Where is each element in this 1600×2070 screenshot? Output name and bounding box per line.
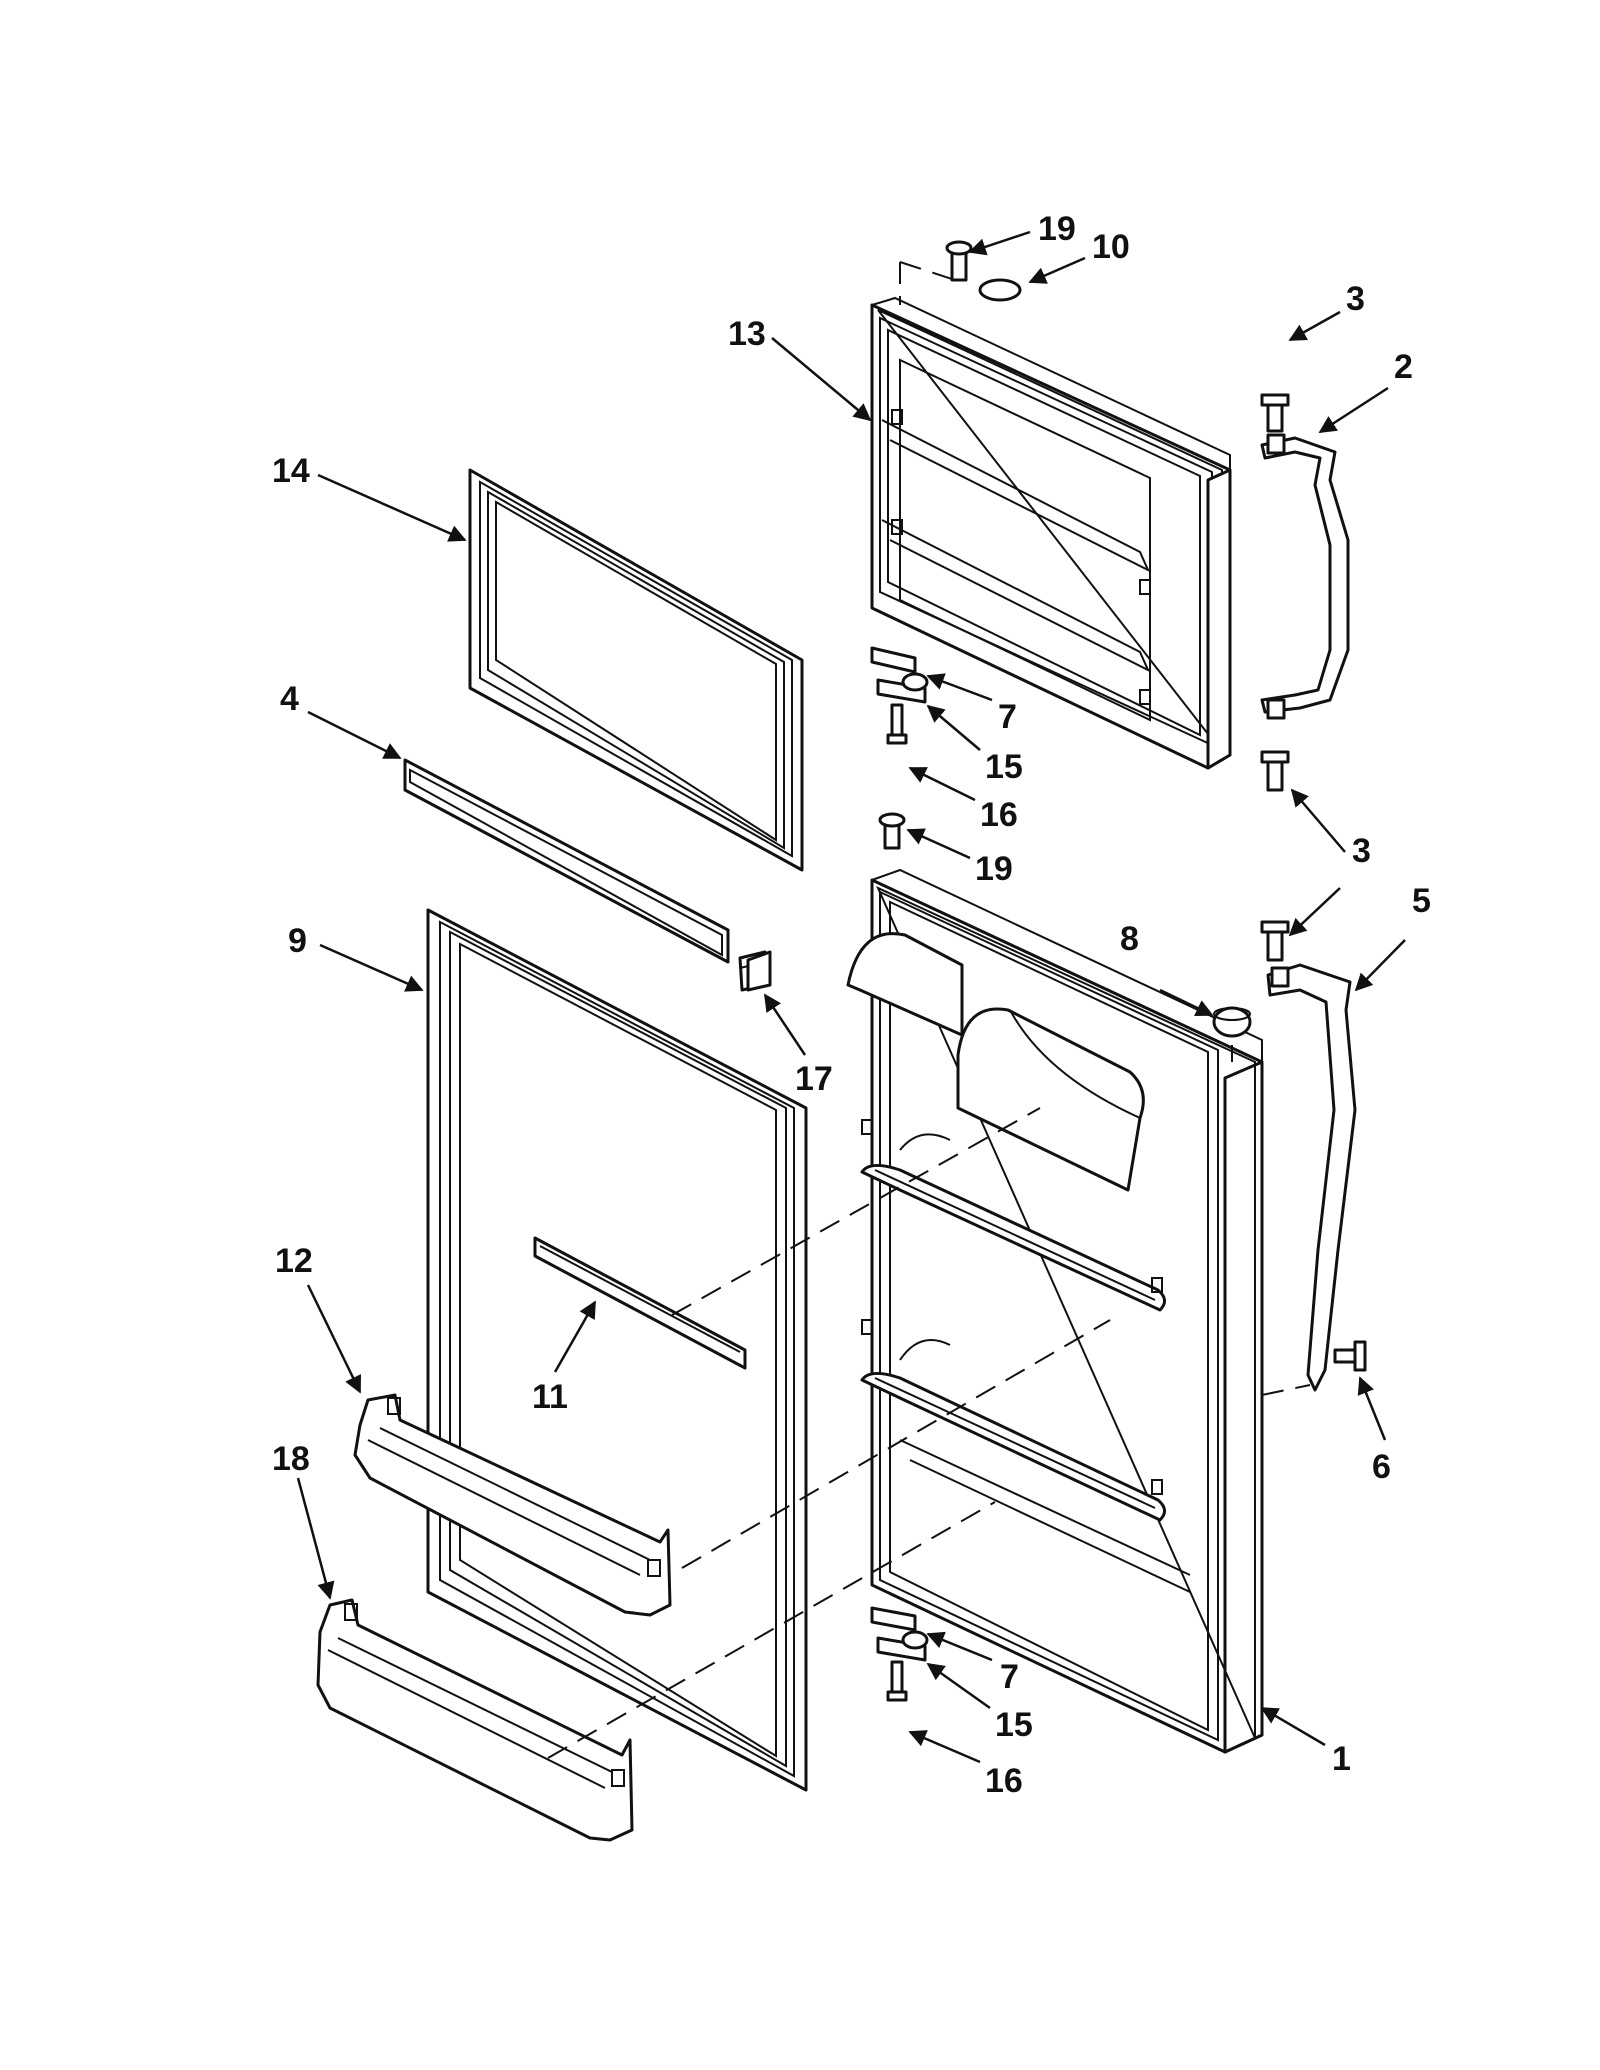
callout-7-bottom: 7: [1000, 1658, 1019, 1696]
fresh-food-door: [846, 868, 1264, 1754]
freezer-screw-axis-top: [899, 261, 956, 281]
freezer-top-screw: [945, 240, 973, 282]
door-bin-lower: [316, 1598, 634, 1842]
handle-screw-top: [1260, 393, 1290, 433]
leader-lines: [296, 230, 1406, 1764]
fresh-food-handle: [1266, 963, 1357, 1392]
fresh-door-top-screw: [878, 812, 906, 850]
callout-4: 4: [280, 680, 299, 718]
callout-15-top: 15: [985, 748, 1023, 786]
shelf-retainer-clip: [746, 950, 772, 992]
callout-11: 11: [532, 1378, 568, 1416]
door-trim: [403, 758, 730, 964]
callout-12: 12: [275, 1242, 313, 1280]
callout-16-bottom: 16: [985, 1762, 1023, 1800]
handle-screw-middle: [1260, 920, 1290, 962]
callout-9: 9: [288, 922, 307, 960]
callout-18: 18: [272, 1440, 310, 1478]
callout-8: 8: [1120, 920, 1139, 958]
freezer-handle: [1260, 433, 1350, 720]
callout-17: 17: [795, 1060, 833, 1098]
callout-15-bottom: 15: [995, 1706, 1033, 1744]
callout-19-middle: 19: [975, 850, 1013, 888]
callout-3-top: 3: [1346, 280, 1365, 318]
assembly-lines: [547, 1107, 1111, 1759]
callout-19-top: 19: [1038, 210, 1076, 248]
side-screw-axis: [1261, 1384, 1311, 1396]
handle-screw-bottom: [1260, 750, 1290, 792]
callout-labels: 19 10 13 3 2 14 4 7 15 16 19 3 3 5 8 9 1…: [272, 210, 1431, 1800]
callout-13: 13: [728, 315, 766, 353]
door-bin-upper: [353, 1393, 672, 1617]
fresh-hinge-parts: [870, 1606, 929, 1702]
callout-10: 10: [1092, 228, 1130, 266]
freezer-door: [870, 296, 1232, 770]
fresh-food-gasket: [426, 908, 808, 1792]
callout-3-middle: 3: [1352, 832, 1371, 870]
freezer-hinge-parts: [870, 646, 929, 745]
freezer-plug: [978, 278, 1022, 302]
callout-7-top: 7: [998, 698, 1017, 736]
callout-14: 14: [272, 452, 310, 490]
callout-5: 5: [1412, 882, 1431, 920]
freezer-gasket: [468, 468, 804, 872]
callout-6: 6: [1372, 1448, 1391, 1486]
callout-2: 2: [1394, 348, 1413, 386]
callout-16-top: 16: [980, 796, 1018, 834]
callout-1: 1: [1332, 1740, 1351, 1778]
handle-side-screw: [1333, 1340, 1367, 1372]
door-plug: [1212, 1006, 1252, 1038]
